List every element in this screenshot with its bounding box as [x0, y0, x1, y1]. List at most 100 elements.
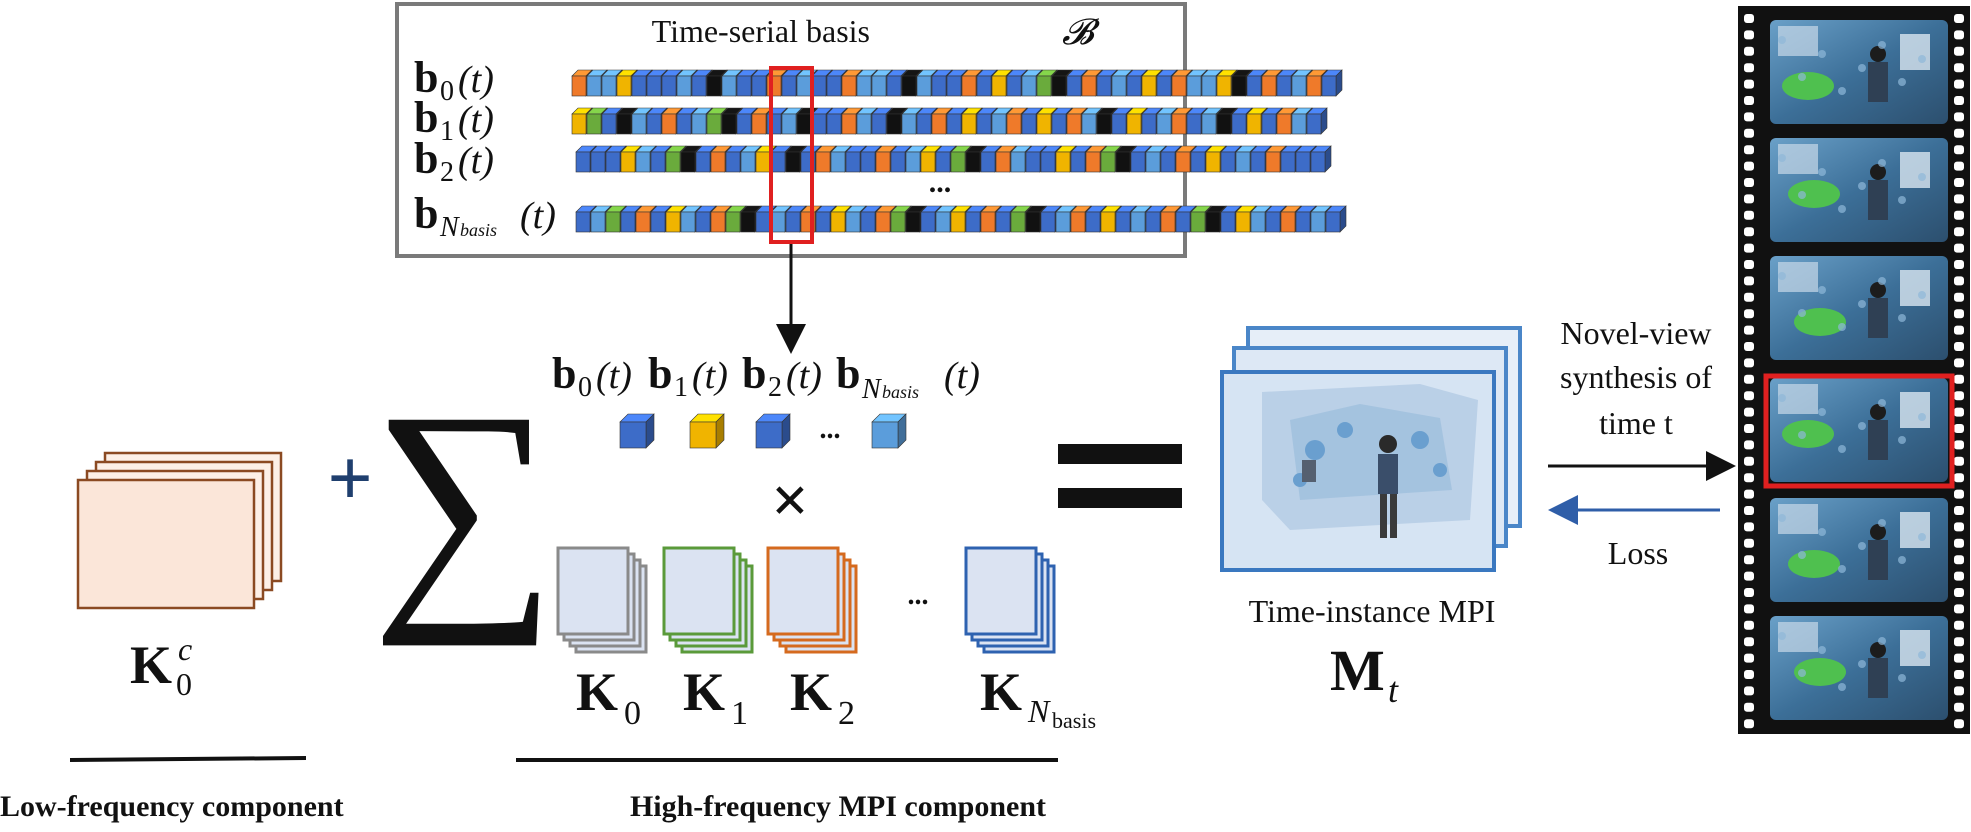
film-hole — [1954, 522, 1964, 532]
low-frequency-stack — [76, 451, 283, 610]
film-hole — [1954, 456, 1964, 466]
kernel-stack-2 — [766, 546, 858, 654]
svg-text:K: K — [790, 662, 832, 722]
svg-text:0: 0 — [578, 372, 592, 403]
svg-text:K: K — [980, 662, 1022, 722]
film-hole — [1744, 456, 1754, 466]
film-hole — [1744, 637, 1754, 647]
mpi-caption: Time-instance MPI — [1249, 593, 1496, 629]
basis-cube — [1220, 145, 1242, 173]
film-hole — [1954, 538, 1964, 548]
film-hole — [1744, 588, 1754, 597]
svg-text:N: N — [1027, 693, 1051, 729]
svg-text:(t): (t) — [596, 355, 632, 397]
film-hole — [1744, 46, 1754, 56]
film-hole — [1744, 128, 1754, 138]
film-hole — [1954, 473, 1964, 483]
film-hole — [1744, 194, 1754, 204]
basis-row-label-n: b N basis (t) — [414, 189, 556, 243]
film-frame-3 — [1770, 378, 1948, 482]
times-symbol: × — [771, 464, 809, 537]
film-hole — [1954, 440, 1964, 450]
mpi-scene-image — [1220, 370, 1496, 572]
film-hole — [1954, 637, 1964, 647]
film-hole — [1954, 702, 1964, 712]
svg-text:2: 2 — [768, 372, 782, 403]
film-hole — [1744, 686, 1754, 696]
basis-rows-ellipsis: ... — [929, 166, 952, 199]
svg-text:K: K — [130, 635, 172, 695]
svg-text:0: 0 — [624, 695, 641, 732]
film-hole — [1954, 260, 1964, 269]
equals-operator — [1058, 444, 1182, 508]
svg-text:M: M — [1330, 638, 1385, 703]
film-hole — [1954, 407, 1964, 417]
film-hole — [1954, 374, 1964, 384]
film-hole — [1744, 538, 1754, 548]
svg-text:N: N — [439, 212, 460, 243]
plus-operator: + — [327, 435, 373, 523]
film-hole — [1744, 719, 1754, 729]
svg-text:(t): (t) — [692, 355, 728, 397]
film-hole — [1954, 391, 1964, 401]
kernel-layer — [662, 546, 736, 636]
svg-text:c: c — [178, 631, 192, 667]
svg-text:0: 0 — [440, 76, 454, 107]
basis-row-label-1: b 1 (t) — [414, 93, 494, 147]
basis-cube-row-0 — [571, 69, 1343, 97]
coefficient-cube-2 — [755, 413, 791, 449]
svg-text:N: N — [861, 374, 882, 405]
svg-text:basis: basis — [882, 382, 919, 402]
svg-text:1: 1 — [731, 695, 748, 732]
film-hole — [1954, 276, 1964, 286]
film-hole — [1744, 30, 1754, 40]
film-frame-1 — [1770, 138, 1948, 242]
film-highlight-frame — [1763, 373, 1955, 489]
svg-text:1: 1 — [674, 372, 688, 403]
film-frame-2 — [1770, 256, 1948, 360]
basis-row-label-0: b 0 (t) — [414, 53, 494, 107]
film-hole — [1744, 489, 1754, 499]
film-hole — [1744, 424, 1754, 433]
film-frame-5 — [1770, 616, 1948, 720]
svg-text:(t): (t) — [520, 195, 556, 237]
film-hole — [1954, 653, 1964, 663]
basis-highlight-column — [769, 66, 814, 244]
film-hole — [1954, 178, 1964, 187]
svg-text:b: b — [414, 189, 438, 238]
film-hole — [1954, 14, 1964, 23]
coefficient-cubes — [619, 413, 907, 449]
coefficient-cube-0 — [619, 413, 655, 449]
film-hole — [1954, 686, 1964, 696]
svg-text:2: 2 — [440, 157, 454, 188]
film-hole — [1954, 145, 1964, 155]
film-hole — [1744, 555, 1754, 565]
film-hole — [1954, 555, 1964, 565]
film-hole — [1744, 96, 1754, 105]
novel-view-line2: synthesis of — [1560, 359, 1712, 395]
film-hole — [1744, 358, 1754, 368]
basis-cube — [1325, 205, 1347, 233]
film-hole — [1954, 358, 1964, 368]
film-hole — [1954, 325, 1964, 335]
low-frequency-symbol: K c 0 — [130, 631, 192, 702]
film-hole — [1744, 342, 1754, 351]
film-hole — [1744, 653, 1754, 663]
film-hole — [1954, 424, 1964, 433]
svg-text:0: 0 — [176, 666, 192, 702]
film-hole — [1744, 670, 1754, 679]
film-hole — [1954, 292, 1964, 302]
coefficients-ellipsis: ... — [820, 414, 841, 445]
film-hole — [1744, 276, 1754, 286]
film-hole — [1744, 604, 1754, 614]
film-hole — [1744, 14, 1754, 23]
film-strip — [1738, 6, 1970, 734]
svg-text:(t): (t) — [458, 99, 494, 141]
coefficient-cube-1 — [689, 413, 725, 449]
basis-title-symbol: 𝓑 — [1062, 12, 1100, 52]
film-hole — [1744, 161, 1754, 171]
film-hole — [1744, 374, 1754, 384]
film-hole — [1954, 210, 1964, 220]
film-hole — [1744, 571, 1754, 581]
